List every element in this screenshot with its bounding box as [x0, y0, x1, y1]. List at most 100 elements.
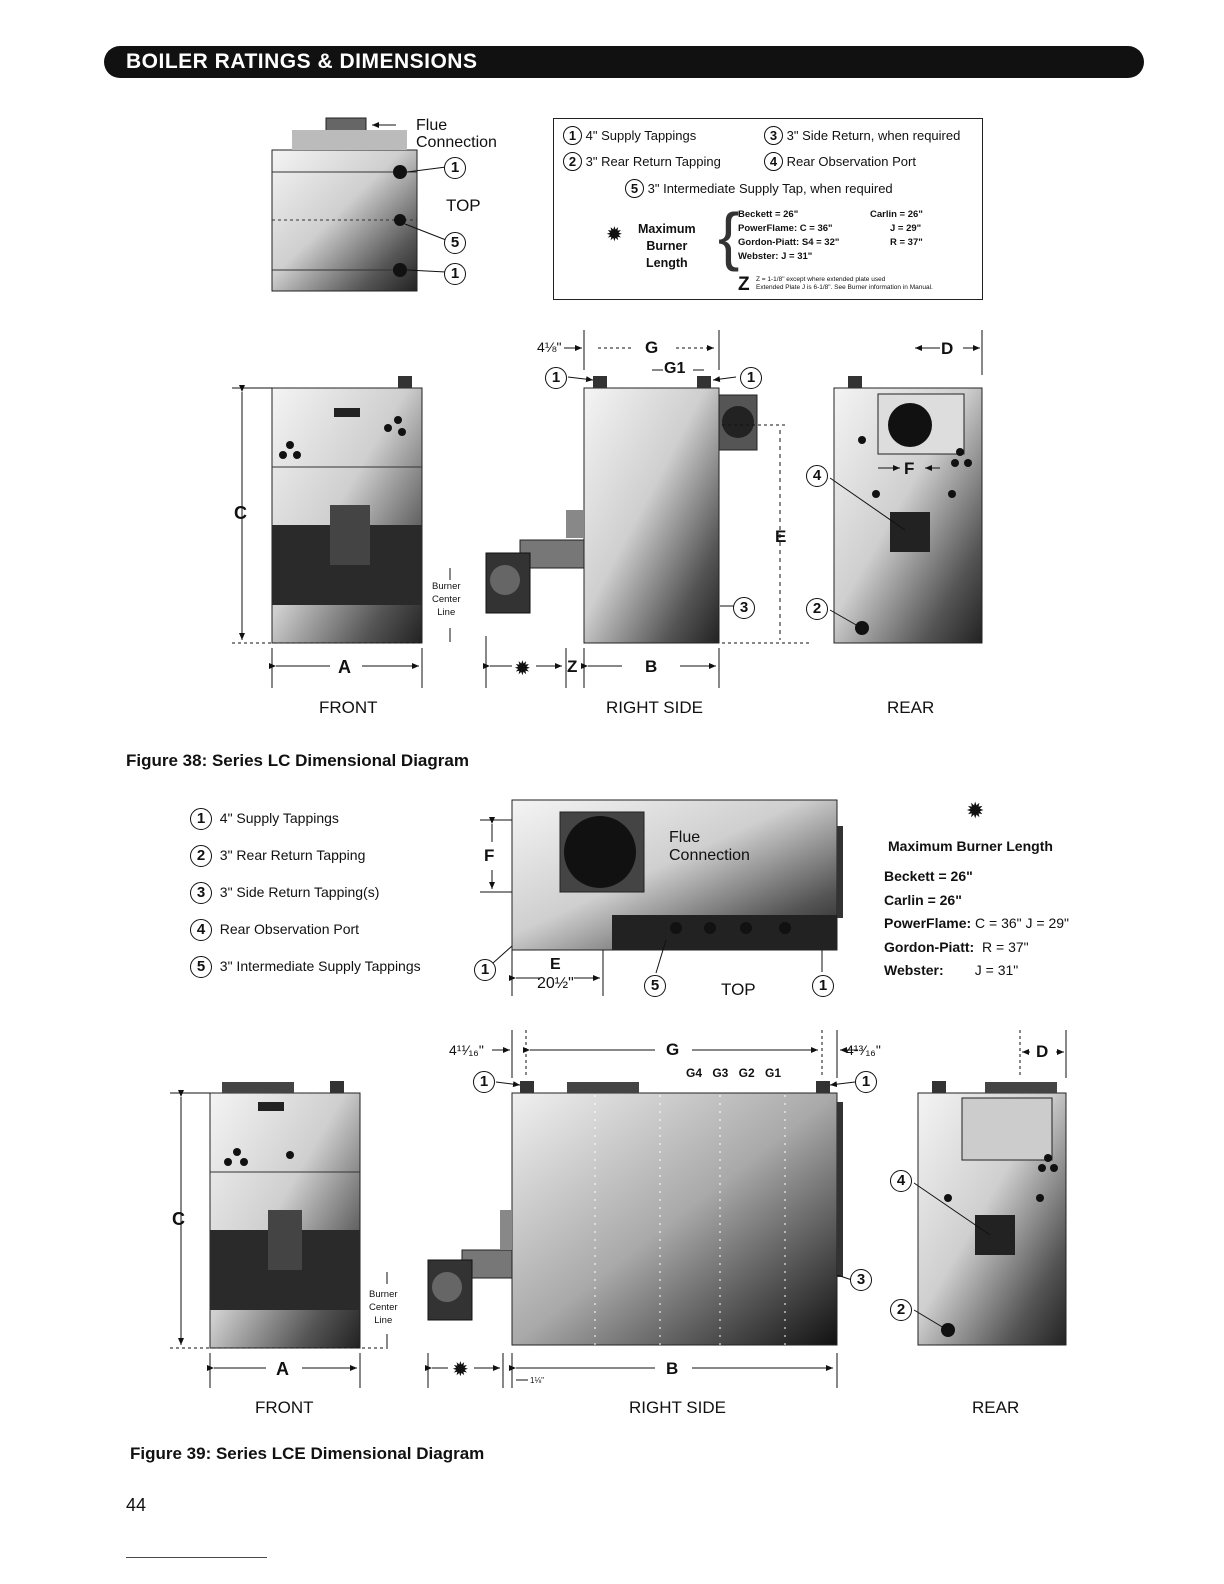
lc-burner-center: Burner Center Line	[432, 580, 461, 619]
burner-center-line: Burner	[369, 1289, 398, 1300]
legend-text: 3" Rear Return Tapping	[219, 847, 366, 863]
legend-num: 5	[625, 179, 644, 198]
burner-brand: Carlin = 26"	[884, 891, 962, 908]
lc-dim-burner-icon: ✹	[514, 658, 531, 680]
lce-dim-right-offset: 4¹³⁄₁₆"	[846, 1042, 881, 1058]
max-burner-line: Burner	[646, 239, 688, 253]
lce-rear-callout-4: 4	[890, 1170, 912, 1192]
burner-brand: PowerFlame:	[884, 915, 972, 931]
page-number: 44	[126, 1495, 147, 1515]
lc-rear-callout-2: 2	[806, 598, 828, 620]
burner-line: Beckett = 26"	[738, 209, 799, 220]
lc-legend-box	[553, 118, 983, 300]
lc-dim-g: G	[645, 338, 659, 357]
lce-top-view	[480, 799, 843, 996]
lc-dim-e: E	[775, 527, 787, 546]
burner-line: PowerFlame: C = 36"	[738, 223, 833, 234]
lc-dim-f: F	[904, 459, 915, 478]
lc-sun-icon: ✹	[606, 224, 623, 246]
lc-z-letter: Z	[738, 274, 750, 295]
legend-text: 3" Side Return Tapping(s)	[219, 884, 380, 900]
lce-burner-list: Beckett = 26" Carlin = 26" PowerFlame: C…	[884, 865, 1069, 983]
lc-max-burner: Maximum Burner Length	[638, 221, 696, 272]
lce-legend: 1 4" Supply Tappings 2 3" Rear Return Ta…	[190, 800, 421, 985]
fig39-caption: Figure 39: Series LCE Dimensional Diagra…	[130, 1444, 485, 1463]
legend-text: 3" Rear Return Tapping	[585, 154, 721, 169]
lce-view-rear: REAR	[972, 1398, 1020, 1417]
legend-num: 3	[190, 882, 212, 904]
burner-center-line: Center	[369, 1302, 398, 1313]
lce-dim-burner-icon: ✹	[452, 1359, 469, 1381]
lc-dim-z: Z	[567, 657, 578, 676]
lce-top-callout-1b: 1	[812, 975, 834, 997]
burner-val: R = 37"	[982, 938, 1029, 955]
legend-num: 3	[764, 126, 783, 145]
lc-z-note: Z = 1-1/8" except where extended plate u…	[756, 276, 933, 292]
lc-dim-a: A	[338, 657, 351, 677]
lc-view-front: FRONT	[319, 698, 378, 717]
legend-text: 3" Side Return, when required	[786, 128, 961, 143]
lce-dim-b: B	[666, 1359, 679, 1378]
lc-brace: {	[718, 200, 740, 272]
burner-val: C = 36" J = 29"	[975, 915, 1070, 931]
lc-legend-item-2: 2 3" Rear Return Tapping	[563, 152, 721, 171]
burner-line: J = 29"	[890, 223, 922, 234]
lce-dim-a: A	[276, 1359, 289, 1379]
lce-dim-f: F	[484, 846, 495, 865]
lce-view-right: RIGHT SIDE	[629, 1398, 726, 1417]
legend-num: 1	[190, 808, 212, 830]
lce-dim-g-parts: G4 G3 G2 G1	[686, 1066, 782, 1080]
lc-rs-callout-1b: 1	[740, 367, 762, 389]
lce-front-view	[170, 1081, 388, 1388]
legend-text: Rear Observation Port	[219, 921, 360, 937]
lc-rear-view	[829, 330, 983, 644]
lc-dim-c: C	[234, 503, 247, 523]
lce-burner-center: Burner Center Line	[369, 1288, 398, 1327]
lc-legend-item-1: 1 4" Supply Tappings	[563, 126, 696, 145]
burner-line: Webster: J = 31"	[738, 251, 813, 262]
burner-center-line: Line	[374, 1315, 393, 1326]
lce-top-callout-1a: 1	[474, 959, 496, 981]
lc-top-callout-5: 5	[444, 232, 466, 254]
max-burner-line: Length	[645, 256, 688, 270]
lc-top-view	[271, 117, 447, 292]
legend-num: 1	[563, 126, 582, 145]
lc-rs-callout-3: 3	[733, 597, 755, 619]
lce-dim-e-value: 20½"	[537, 975, 574, 992]
burner-center-line: Line	[437, 607, 456, 618]
z-note-line: Extended Plate J is 6-1/8". See Burner i…	[756, 284, 933, 291]
footer-rule	[126, 1557, 267, 1558]
legend-text: Rear Observation Port	[786, 154, 916, 169]
legend-num: 2	[190, 845, 212, 867]
lce-view-front: FRONT	[255, 1398, 314, 1417]
lce-rs-callout-1b: 1	[855, 1071, 877, 1093]
lc-top-callout-1b: 1	[444, 263, 466, 285]
lc-burner-values-right: Carlin = 26" J = 29" R = 37"	[870, 208, 923, 250]
lce-dim-c: C	[172, 1209, 185, 1229]
lce-top-callout-5: 5	[644, 975, 666, 997]
lce-legend-item: 3 3" Side Return Tapping(s)	[190, 874, 421, 911]
lce-legend-item: 5 3" Intermediate Supply Tappings	[190, 948, 421, 985]
lce-top-label: TOP	[721, 980, 756, 999]
lc-view-rear: REAR	[887, 698, 935, 717]
legend-text: 3" Intermediate Supply Tappings	[219, 958, 421, 974]
burner-brand: Beckett = 26"	[884, 868, 973, 884]
lc-flue-label: Flue Connection	[416, 117, 497, 151]
lce-legend-item: 1 4" Supply Tappings	[190, 800, 421, 837]
lc-view-right: RIGHT SIDE	[606, 698, 703, 717]
lc-rs-callout-1a: 1	[545, 367, 567, 389]
burner-line: R = 37"	[890, 237, 923, 248]
lc-front-view	[232, 376, 451, 688]
legend-num: 4	[190, 919, 212, 941]
lc-rear-callout-4: 4	[806, 465, 828, 487]
burner-brand: Webster:	[884, 962, 944, 978]
legend-num: 5	[190, 956, 212, 978]
lce-right-side-view	[425, 1030, 858, 1388]
burner-line: Gordon-Piatt: S4 = 32"	[738, 237, 840, 248]
fig38-caption: Figure 38: Series LC Dimensional Diagram	[126, 751, 469, 770]
lc-dim-g1: G1	[664, 360, 686, 377]
lce-rs-callout-1a: 1	[473, 1071, 495, 1093]
burner-val: J = 31"	[974, 962, 1019, 978]
lce-dim-d: D	[1036, 1042, 1049, 1061]
